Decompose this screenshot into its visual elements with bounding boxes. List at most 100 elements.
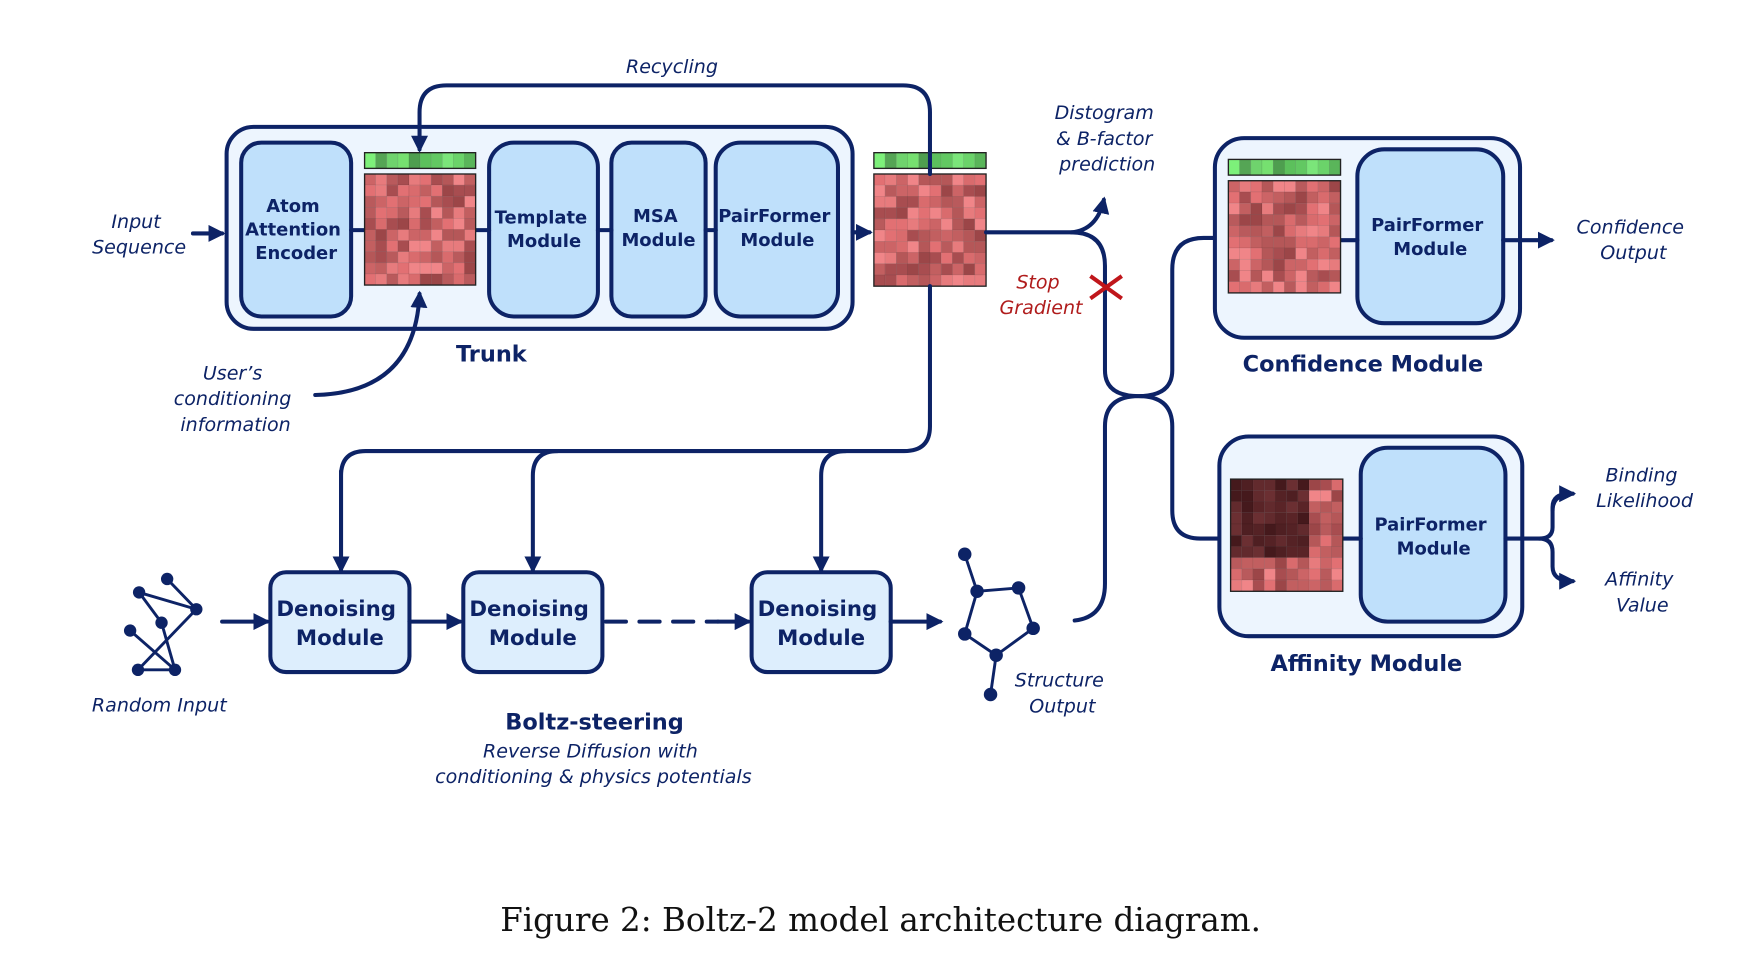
affinity-pairformer-box[interactable] bbox=[1358, 445, 1508, 624]
pair-rep-cell bbox=[1250, 258, 1263, 271]
pair-rep-cell bbox=[1329, 202, 1341, 215]
pair-rep-cell bbox=[1306, 281, 1319, 294]
denoising-module-3-label: Denoising Module bbox=[758, 597, 885, 651]
pair-rep-cell bbox=[1331, 478, 1344, 491]
pair-rep-cell bbox=[884, 184, 897, 197]
pair-rep-cell bbox=[952, 274, 964, 287]
pair-rep-cell bbox=[952, 184, 964, 197]
pair-rep-cell bbox=[1329, 247, 1341, 260]
affinity-module-title: Affinity Module bbox=[1270, 651, 1462, 677]
confidence-pairformer-label: PairFormer Module bbox=[1371, 215, 1489, 260]
pair-rep-cell bbox=[1239, 225, 1252, 238]
pair-rep-cell bbox=[884, 218, 897, 231]
pair-rep-cell bbox=[364, 207, 376, 219]
pairformer-module-label: PairFormer Module bbox=[718, 206, 836, 251]
pair-rep-cell bbox=[1286, 568, 1299, 581]
pair-rep-cell bbox=[1228, 247, 1240, 260]
pair-rep-cell bbox=[940, 207, 953, 220]
pair-rep-cell bbox=[386, 173, 399, 186]
pair-rep-cell bbox=[1272, 214, 1285, 226]
pair-rep-cell bbox=[1252, 546, 1265, 558]
pair-rep-cell bbox=[453, 273, 465, 286]
pair-rep-cell bbox=[453, 229, 465, 241]
pair-rep-cell bbox=[1306, 270, 1319, 282]
pair-rep-cell bbox=[464, 184, 476, 197]
pair-rep-cell bbox=[375, 173, 388, 186]
random-input-label: Random Input bbox=[92, 694, 228, 716]
recycling-label: Recycling bbox=[626, 56, 718, 78]
pair-rep-cell bbox=[453, 173, 465, 186]
pair-rep-cell bbox=[1331, 534, 1344, 547]
pair-rep-cell bbox=[1331, 546, 1344, 558]
pair-rep-cell bbox=[1250, 225, 1263, 238]
pair-rep-cell bbox=[929, 263, 942, 276]
pair-rep-cell bbox=[1241, 512, 1254, 525]
pair-rep-cell bbox=[952, 173, 964, 186]
pair-rep-cell bbox=[1263, 579, 1276, 592]
pair-rep-cell bbox=[1275, 546, 1287, 558]
template-module-box[interactable] bbox=[487, 140, 600, 319]
pair-rep-cell bbox=[386, 273, 399, 286]
denoising-module-3[interactable] bbox=[749, 570, 893, 675]
pair-rep-cell bbox=[940, 229, 953, 242]
pair-rep-cell bbox=[1284, 236, 1296, 249]
pair-rep-cell bbox=[430, 273, 443, 286]
pair-rep-cell bbox=[1261, 281, 1274, 294]
pair-rep-cell bbox=[1228, 258, 1240, 271]
pair-rep-cell bbox=[952, 229, 964, 242]
pair-rep-cell bbox=[1297, 557, 1310, 570]
single-rep-cell bbox=[397, 152, 410, 169]
pair-rep-cell bbox=[1295, 236, 1308, 249]
pair-rep-cell bbox=[408, 273, 421, 286]
pair-rep-cell bbox=[1329, 191, 1341, 204]
pair-rep-cell bbox=[896, 229, 908, 242]
pair-rep-cell bbox=[1308, 557, 1321, 570]
pair-rep-cell bbox=[1308, 490, 1321, 502]
pair-rep-cell bbox=[918, 263, 931, 276]
denoising-module-2[interactable] bbox=[461, 570, 605, 675]
pair-rep-cell bbox=[1275, 568, 1287, 581]
pair-rep-cell bbox=[1250, 247, 1263, 260]
pair-rep-cell bbox=[1295, 247, 1308, 260]
pair-rep-cell bbox=[1230, 490, 1243, 502]
pair-rep-cell bbox=[1241, 568, 1254, 581]
pair-rep-cell bbox=[375, 251, 388, 264]
pair-rep-cell bbox=[419, 262, 432, 275]
pair-rep-cell bbox=[1228, 236, 1240, 249]
pair-rep-cell bbox=[442, 184, 454, 197]
pair-rep-cell bbox=[442, 273, 454, 286]
pair-rep-cell bbox=[386, 240, 399, 253]
pair-rep-cell bbox=[1252, 512, 1265, 525]
pair-rep-cell bbox=[884, 241, 897, 253]
pair-rep-cell bbox=[1272, 180, 1285, 193]
distogram-arrow bbox=[1069, 196, 1110, 235]
pair-rep-cell bbox=[1241, 478, 1254, 491]
pair-rep-cell bbox=[1331, 523, 1344, 536]
pair-rep-cell bbox=[952, 263, 964, 276]
pair-rep-cell bbox=[1230, 546, 1243, 558]
single-rep-cell bbox=[386, 152, 399, 169]
pair-rep-cell bbox=[464, 173, 476, 186]
affinity-pairformer-label: PairFormer Module bbox=[1374, 515, 1492, 560]
denoising-module-1[interactable] bbox=[268, 570, 412, 675]
single-rep-cell bbox=[1329, 159, 1341, 176]
pair-rep-cell bbox=[1308, 546, 1321, 558]
pair-rep-cell bbox=[907, 196, 920, 208]
template-module-label: Template Module bbox=[495, 207, 594, 252]
single-rep-cell bbox=[453, 152, 465, 169]
pair-rep-cell bbox=[963, 263, 976, 276]
pair-rep-cell bbox=[1295, 214, 1308, 226]
confidence-pairformer-box[interactable] bbox=[1355, 147, 1506, 326]
pair-rep-cell bbox=[453, 218, 465, 230]
pair-rep-cell bbox=[1295, 258, 1308, 271]
pair-rep-border bbox=[1229, 478, 1344, 592]
pair-rep-cell bbox=[1286, 546, 1299, 558]
pair-rep-cell bbox=[397, 229, 410, 241]
pair-rep-cell bbox=[1297, 568, 1310, 581]
structure-to-modules-line bbox=[1072, 394, 1236, 623]
single-rep-cell bbox=[464, 152, 476, 169]
pair-rep-cell bbox=[873, 218, 886, 231]
pair-rep-cell bbox=[1241, 534, 1254, 547]
pair-rep-cell bbox=[974, 263, 987, 276]
confidence-module-group: PairFormer Module Confidence Module bbox=[1212, 136, 1523, 377]
